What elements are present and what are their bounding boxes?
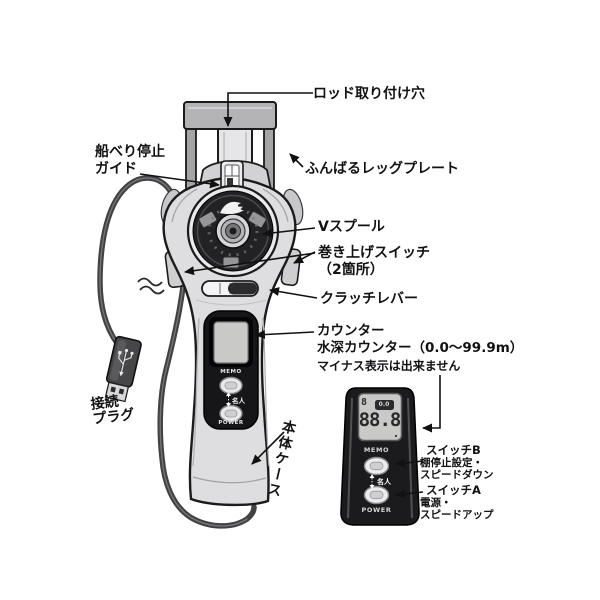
leader-body-case bbox=[251, 431, 285, 465]
remote-lcd-small-digit: 8 bbox=[361, 397, 368, 408]
label-rod-hole: ロッド取り付け穴 bbox=[313, 86, 425, 102]
leader-v-spool bbox=[262, 227, 316, 238]
label-winding-switch: 巻き上げスイッチ （2箇所） bbox=[318, 245, 430, 279]
remote-mode-label: 名人 bbox=[377, 478, 391, 486]
label-counter-title: カウンター bbox=[317, 323, 385, 339]
main-power-label: POWER bbox=[218, 420, 244, 426]
leader-switch-a bbox=[395, 489, 424, 499]
main-mode-label: 名人 bbox=[232, 397, 245, 405]
leader-rod-hole bbox=[223, 92, 313, 127]
label-switch-a-desc-line1: 電源・ bbox=[420, 497, 452, 509]
label-switch-b-title: スイッチB bbox=[426, 443, 481, 457]
rod-clamp bbox=[217, 128, 253, 166]
remote-power-label: POWER bbox=[361, 506, 392, 514]
mode-toggle-arrows-icon bbox=[226, 392, 231, 407]
remote-lcd-main-digits: 88.8 bbox=[358, 409, 402, 431]
label-boat-edge-stop-line2: ガイド bbox=[95, 161, 137, 177]
leader-switch-b bbox=[395, 458, 424, 468]
daiwa-logo-icon bbox=[220, 201, 244, 215]
leader-counter bbox=[255, 330, 315, 340]
label-leg-plate: ふんばるレッグプレート bbox=[305, 161, 459, 177]
leg-plate bbox=[183, 101, 277, 193]
callout-leader-lines bbox=[139, 92, 441, 499]
leader-boat-edge-stop bbox=[139, 173, 220, 189]
leader-clutch-lever bbox=[269, 287, 318, 299]
label-boat-edge-stop-line1: 船べり停止 bbox=[95, 144, 165, 160]
label-boat-edge-stop: 船べり停止 ガイド bbox=[95, 144, 165, 178]
label-v-spool: Vスプール bbox=[318, 219, 385, 235]
remote-memo-label: MEMO bbox=[363, 446, 390, 454]
v-spool bbox=[186, 184, 280, 278]
remote-lcd-badge: 0.0 bbox=[374, 400, 394, 410]
usb-plug bbox=[104, 335, 142, 403]
label-counter-note: マイナス表示は出来ません bbox=[317, 359, 461, 373]
remote-mode-toggle-arrows-icon bbox=[369, 474, 375, 489]
leader-winding-switch-left bbox=[184, 252, 316, 276]
leader-remote-display bbox=[422, 375, 441, 433]
cable-break-mark bbox=[137, 277, 165, 295]
label-clutch-lever: クラッチレバー bbox=[320, 291, 418, 307]
main-control-panel bbox=[203, 310, 259, 430]
depth-counter-lcd bbox=[213, 321, 249, 364]
leader-leg-plate bbox=[289, 153, 304, 168]
label-counter-range: 水深カウンター（0.0〜99.9m） bbox=[317, 340, 524, 356]
label-connection-plug: 接続 プラグ bbox=[90, 393, 135, 428]
label-switch-b-desc: 棚停止設定・ スピードダウン bbox=[420, 457, 494, 481]
label-winding-switch-line2: （2箇所） bbox=[318, 262, 384, 278]
label-winding-switch-line1: 巻き上げスイッチ bbox=[318, 245, 430, 261]
label-switch-b-desc-line2: スピードダウン bbox=[420, 469, 494, 481]
label-switch-a-desc-line2: スピードアップ bbox=[420, 509, 494, 521]
usb-icon bbox=[117, 348, 134, 377]
boat-edge-stop-guide bbox=[220, 160, 244, 193]
label-switch-a-title: スイッチA bbox=[426, 483, 481, 497]
main-memo-label: MEMO bbox=[220, 369, 242, 375]
label-switch-b-desc-line1: 棚停止設定・ bbox=[420, 457, 483, 469]
clutch-lever bbox=[201, 280, 259, 297]
label-switch-a-desc: 電源・ スピードアップ bbox=[420, 497, 494, 521]
